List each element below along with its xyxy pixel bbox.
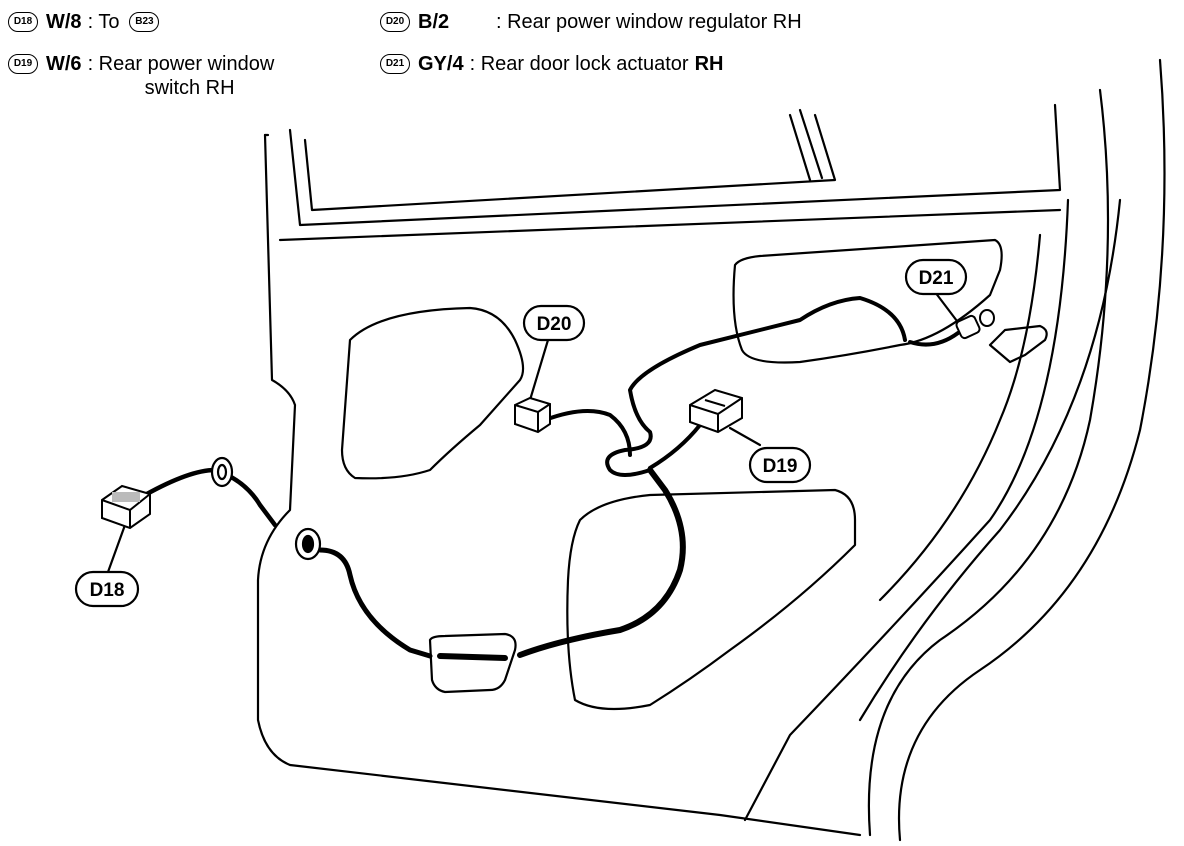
wire-code-d19: W/6 [46,53,82,75]
leader-d21 [933,290,962,327]
service-hole-lower [566,488,857,711]
wire-code-d20: B/2 [418,11,450,33]
door-rear-edge-2 [898,58,1166,842]
window-frame-inner [303,113,837,212]
window-frame-divider-2 [798,108,824,180]
harness-handle-to-lower [517,467,686,658]
harness-to-handle [317,547,433,659]
harness-to-d20 [543,409,632,457]
legend-desc-d18: : To [87,11,120,33]
callout-label-d21: D21 [919,268,954,289]
connector-badge-b23: B23 [129,12,160,32]
callout-label-d19: D19 [763,456,798,477]
legend-desc-d19-line1: : Rear power window [87,53,275,75]
legend-desc-d19-line2: switch RH [144,77,235,99]
connector-badge-d19: D19 [8,54,38,74]
callout-label-d20: D20 [537,314,572,335]
door-rear-edge-3 [743,198,1070,822]
door-inner-step [858,198,1122,722]
harness-to-d21 [908,331,960,347]
connector-d21 [955,309,995,340]
connector-legend: D18 W/8 : To B23 D19 W/6 : Rear power wi… [0,8,1184,108]
legend-row-d20: D20 B/2 : Rear power window regulator RH [380,10,802,34]
legend-desc-d21: : Rear door lock actuator [469,53,689,75]
legend-desc-d20: : Rear power window regulator RH [496,11,802,33]
connector-d20 [514,396,551,434]
harness-loop [605,296,907,477]
connector-badge-d21: D21 [380,54,410,74]
callout-d21: D21 [904,258,968,296]
leader-d19 [728,426,762,447]
wire-code-d18: W/8 [46,11,82,33]
connector-badge-d18: D18 [8,12,38,32]
connector-d19 [689,388,743,434]
window-frame-divider [788,113,812,182]
connector-d18 [101,484,151,530]
callout-d18: D18 [74,570,140,608]
legend-desc-d21-suffix: RH [694,53,724,75]
frame-lower-line [278,208,1062,242]
wire-code-d21: GY/4 [418,53,464,75]
grommet-inner [294,527,322,561]
callout-label-d18: D18 [90,580,125,601]
handle-recess [428,632,517,694]
legend-row-d19: D19 W/6 : Rear power window switch RH [8,52,274,100]
door-rear-edge-4 [878,233,1042,602]
harness-to-d19 [648,423,702,470]
latch-bracket [988,324,1048,364]
callout-d20: D20 [522,304,586,342]
legend-row-d21: D21 GY/4 : Rear door lock actuator RH [380,52,723,76]
harness-main [142,467,278,528]
leader-d18 [106,523,127,574]
door-outline [256,133,862,837]
callout-d19: D19 [748,446,812,484]
grommet-outer [210,456,234,488]
service-hole-upper-right [732,238,1003,364]
legend-row-d18: D18 W/8 : To B23 [8,10,160,34]
window-frame-outer [288,103,1062,227]
leader-d20 [528,338,550,402]
service-hole-upper-left [340,306,525,480]
door-rear-edge-1 [867,88,1110,837]
harness-handle-run [437,653,508,661]
connector-badge-d20: D20 [380,12,410,32]
